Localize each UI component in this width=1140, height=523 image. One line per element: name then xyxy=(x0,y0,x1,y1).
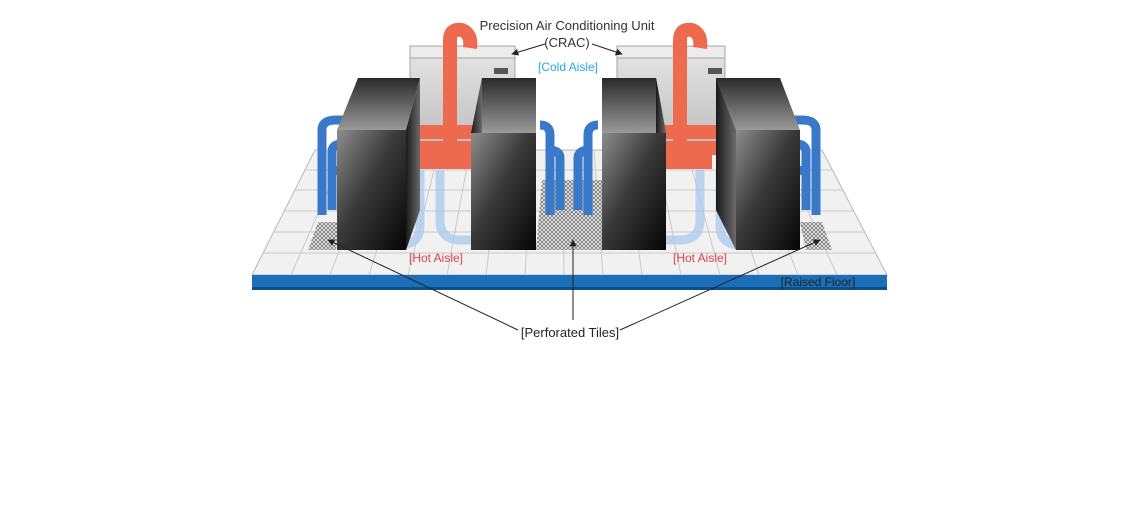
raised-floor-band-shadow xyxy=(252,287,887,290)
cold-aisle-label: [Cold Aisle] xyxy=(538,60,598,74)
server-rack-2 xyxy=(471,78,536,250)
server-rack-3 xyxy=(602,78,666,250)
crac-vent xyxy=(494,68,508,74)
leader-lines xyxy=(327,43,821,331)
crac-label-line1: Precision Air Conditioning Unit xyxy=(480,18,655,33)
tiles-leader-left xyxy=(327,239,519,331)
raised-floor-band xyxy=(252,275,887,289)
server-rack-4 xyxy=(716,78,800,250)
perforated-tile-right xyxy=(800,222,832,250)
perforated-tiles-label: [Perforated Tiles] xyxy=(521,325,619,340)
hot-aisle-label-right: [Hot Aisle] xyxy=(673,251,727,265)
hot-aisle-label-left: [Hot Aisle] xyxy=(409,251,463,265)
tiles-leader-right xyxy=(619,239,821,331)
cold-air-flow-center xyxy=(539,120,599,215)
crac-leader-left xyxy=(511,43,546,56)
crac-leader-right xyxy=(591,43,623,56)
crac-label-line2: (CRAC) xyxy=(544,35,590,50)
raised-floor-label: [Raised Floor] xyxy=(781,275,856,289)
crac-vent xyxy=(708,68,722,74)
server-rack-1 xyxy=(337,78,420,250)
